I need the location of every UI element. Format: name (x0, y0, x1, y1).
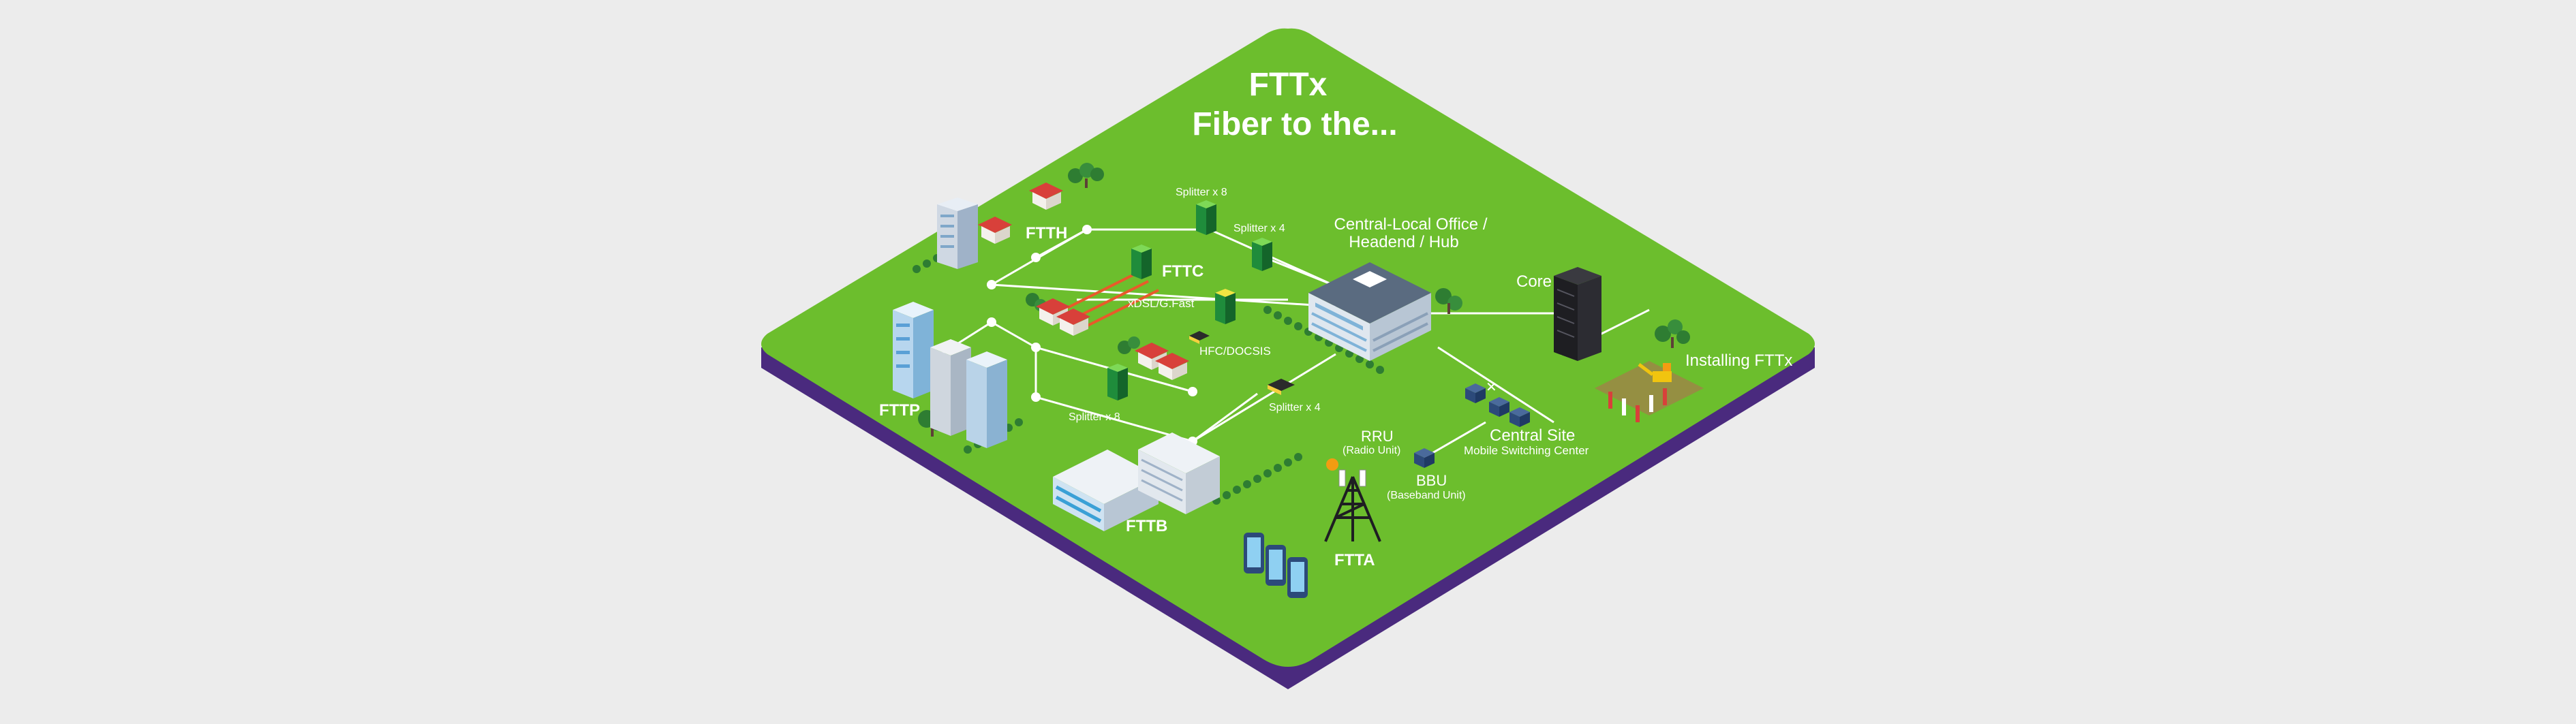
smartphones (1244, 533, 1308, 598)
splitter-cabinet-icon (1196, 200, 1216, 235)
bbu-box-icon (1414, 448, 1435, 468)
label-xdsl: xDSL/G.Fast (1128, 297, 1195, 310)
label-splitter-x4-top: Splitter x 4 (1233, 223, 1285, 234)
junction-dot (1031, 253, 1041, 262)
tree-icon (1068, 163, 1104, 188)
central-office-icon (1308, 262, 1431, 361)
label-fttb: FTTB (1126, 517, 1167, 535)
smartphone-icon (1244, 533, 1264, 573)
apartment-tower-icon (937, 198, 978, 269)
house-icon (1155, 353, 1189, 380)
tree-icon (1655, 319, 1690, 348)
office-building-icon (1138, 432, 1220, 514)
junction-dots (987, 225, 1197, 446)
platform-top (761, 28, 1815, 667)
junction-dot (987, 280, 996, 289)
label-splitter-x8-bottom: Splitter x 8 (1069, 411, 1120, 423)
house-icon (1056, 309, 1090, 336)
splitter-cabinet-icon (1189, 331, 1210, 344)
apartment-tower-icon (893, 302, 934, 398)
junction-dot (1031, 343, 1041, 352)
label-splitter-x8-top: Splitter x 8 (1176, 187, 1227, 198)
label-central-site-sub: Mobile Switching Center (1464, 444, 1589, 457)
splitter-cabinet-icon (1252, 238, 1272, 271)
junction-dot (1082, 225, 1092, 234)
junction-dot (1188, 387, 1197, 396)
trees (918, 163, 1690, 437)
splitter-cabinet-icon (1107, 364, 1128, 400)
splitters (1107, 200, 1295, 400)
hedge-row-bottom (1212, 453, 1302, 505)
splitter-cabinet-icon (1268, 379, 1295, 395)
label-hfc: HFC/DOCSIS (1199, 345, 1271, 358)
label-ftta: FTTA (1334, 551, 1375, 569)
tree-icon (1118, 336, 1140, 354)
tree-icon (1435, 288, 1462, 314)
junction-dot (1031, 392, 1041, 402)
label-bbu-sub: (Baseband Unit) (1387, 490, 1466, 501)
apartment-tower-icon (930, 339, 971, 436)
diagram-title-line2: Fiber to the... (1192, 106, 1397, 142)
label-bbu: BBU (1416, 472, 1447, 489)
label-central-office-line2: Headend / Hub (1349, 233, 1458, 251)
central-site-icon: ✕ (1465, 380, 1530, 427)
label-core: Core (1516, 272, 1552, 291)
platform (761, 28, 1815, 689)
switch-icon: ✕ (1486, 380, 1497, 395)
house-icon (978, 217, 1012, 244)
copper-lines (1062, 271, 1159, 329)
construction-barrier-icon (1608, 388, 1667, 422)
label-central-site: Central Site (1490, 426, 1575, 445)
label-splitter-x4-bottom: Splitter x 4 (1269, 402, 1321, 413)
label-ftth: FTTH (1026, 224, 1067, 242)
splitter-cabinet-icon (1131, 245, 1152, 279)
junction-dot (987, 317, 996, 327)
splitter-cabinet-icon (1215, 289, 1236, 324)
smartphone-icon (1266, 545, 1286, 586)
hedge-rows (913, 243, 1384, 505)
apartment-tower-icon (966, 351, 1007, 448)
label-rru: RRU (1361, 428, 1394, 445)
construction-site (1595, 361, 1704, 422)
label-installing: Installing FTTx (1685, 351, 1792, 370)
diagram-title-line1: FTTx (1249, 67, 1328, 103)
smartphone-icon (1287, 557, 1308, 598)
houses (978, 183, 1189, 380)
house-icon (1029, 183, 1063, 210)
label-fttc: FTTC (1162, 262, 1203, 281)
labels: FTTx Fiber to the... FTTH FTTC FTTP FTTB… (879, 67, 1792, 569)
label-rru-sub: (Radio Unit) (1343, 445, 1400, 456)
excavator-icon (1638, 363, 1672, 382)
core-rack-icon (1554, 267, 1601, 361)
cell-tower-icon (1324, 458, 1381, 542)
label-fttp: FTTP (879, 401, 920, 420)
label-central-office-line1: Central-Local Office / (1334, 215, 1488, 234)
